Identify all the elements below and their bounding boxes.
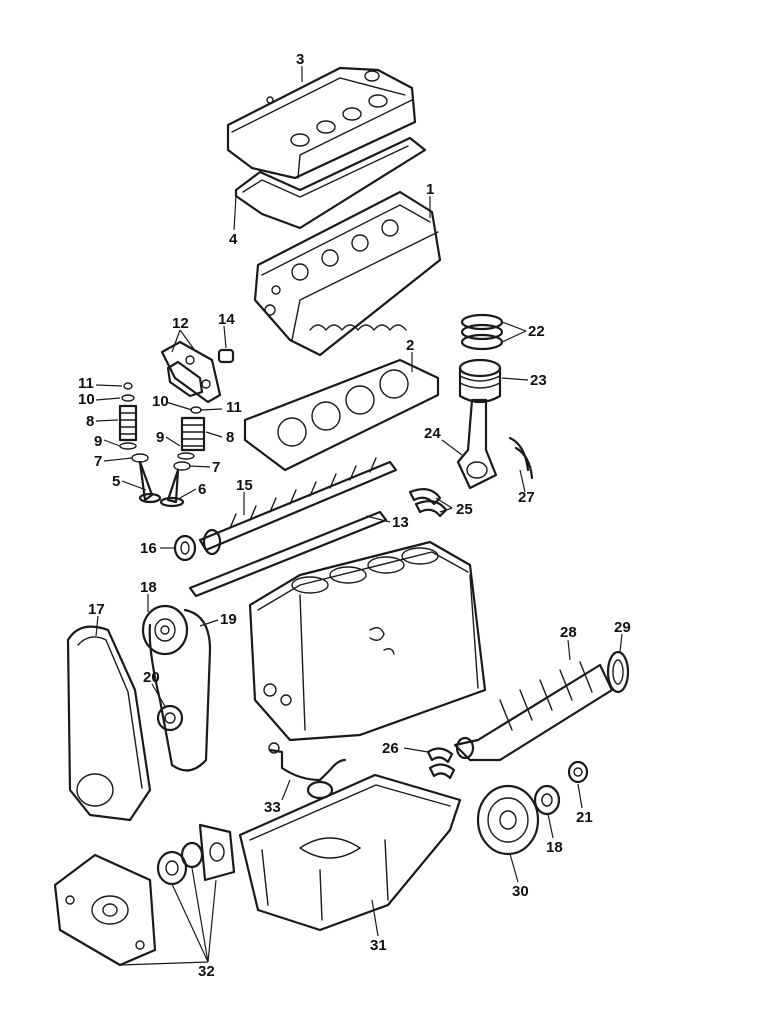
callout-7-left: 7 bbox=[94, 453, 102, 470]
callout-14: 14 bbox=[218, 311, 235, 328]
camshaft bbox=[198, 457, 398, 556]
callout-31: 31 bbox=[370, 937, 387, 954]
callout-9-right: 9 bbox=[156, 429, 164, 446]
callout-17: 17 bbox=[88, 601, 105, 618]
main-bearings bbox=[426, 747, 456, 780]
oil-pump-housing bbox=[53, 853, 157, 967]
callout-24: 24 bbox=[424, 425, 441, 442]
callout-10-left: 10 bbox=[78, 391, 95, 408]
connecting-rod bbox=[456, 398, 498, 490]
valve-cover bbox=[226, 66, 417, 180]
callout-22: 22 bbox=[528, 323, 545, 340]
piston bbox=[458, 358, 502, 404]
callout-11-left: 11 bbox=[78, 375, 94, 392]
crankshaft bbox=[453, 661, 614, 762]
head-gasket bbox=[243, 358, 440, 472]
oil-pan bbox=[238, 773, 462, 932]
callout-27: 27 bbox=[518, 489, 535, 506]
crank-pulley bbox=[476, 784, 540, 856]
callout-8-left: 8 bbox=[86, 413, 94, 430]
adjuster-nut bbox=[217, 348, 235, 364]
callout-28: 28 bbox=[560, 624, 577, 641]
crank-seal bbox=[567, 760, 589, 784]
callout-26: 26 bbox=[382, 740, 399, 757]
rod-bearings bbox=[408, 487, 448, 518]
oil-pickup bbox=[268, 742, 347, 800]
callout-6: 6 bbox=[198, 481, 206, 498]
belt-tensioner bbox=[156, 704, 184, 732]
callout-33: 33 bbox=[264, 799, 281, 816]
callout-11-right: 11 bbox=[226, 399, 242, 416]
timing-cover bbox=[66, 625, 152, 822]
cylinder-head bbox=[253, 190, 442, 357]
callout-5: 5 bbox=[112, 473, 120, 490]
engine-block bbox=[248, 540, 487, 742]
callout-labels: 3 4 1 2 12 14 11 10 8 9 7 5 6 10 11 9 8 … bbox=[78, 51, 631, 980]
callout-7-right: 7 bbox=[212, 459, 220, 476]
callout-19: 19 bbox=[220, 611, 237, 628]
callout-21: 21 bbox=[576, 809, 593, 826]
rocker-shaft bbox=[188, 510, 388, 598]
callout-32: 32 bbox=[198, 963, 215, 980]
callout-20: 20 bbox=[143, 669, 160, 686]
callout-18-top: 18 bbox=[140, 579, 157, 596]
callout-18-bottom: 18 bbox=[546, 839, 563, 856]
callout-10-right: 10 bbox=[152, 393, 169, 410]
piston-rings bbox=[460, 313, 504, 351]
rocker-arms bbox=[160, 340, 222, 404]
callout-29: 29 bbox=[614, 619, 631, 636]
callout-25: 25 bbox=[456, 501, 473, 518]
callout-16: 16 bbox=[140, 540, 157, 557]
callout-3: 3 bbox=[296, 51, 304, 68]
leader-lines bbox=[95, 66, 623, 966]
callout-23: 23 bbox=[530, 372, 547, 389]
callout-2: 2 bbox=[406, 337, 414, 354]
crank-sprocket bbox=[533, 784, 561, 816]
callout-4: 4 bbox=[229, 231, 238, 248]
callout-15: 15 bbox=[236, 477, 253, 494]
callout-8-right: 8 bbox=[226, 429, 234, 446]
oil-pump-seals bbox=[156, 823, 236, 886]
callout-13: 13 bbox=[392, 514, 409, 531]
thrust-washers bbox=[508, 436, 534, 480]
callout-12: 12 bbox=[172, 315, 189, 332]
rear-main-seal bbox=[606, 650, 630, 694]
callout-1: 1 bbox=[426, 181, 434, 198]
cam-sprocket bbox=[141, 604, 189, 656]
valve-cover-gasket bbox=[234, 136, 427, 230]
callout-30: 30 bbox=[512, 883, 529, 900]
cam-seal bbox=[173, 534, 197, 562]
timing-belt bbox=[148, 608, 212, 772]
callout-9-left: 9 bbox=[94, 433, 102, 450]
